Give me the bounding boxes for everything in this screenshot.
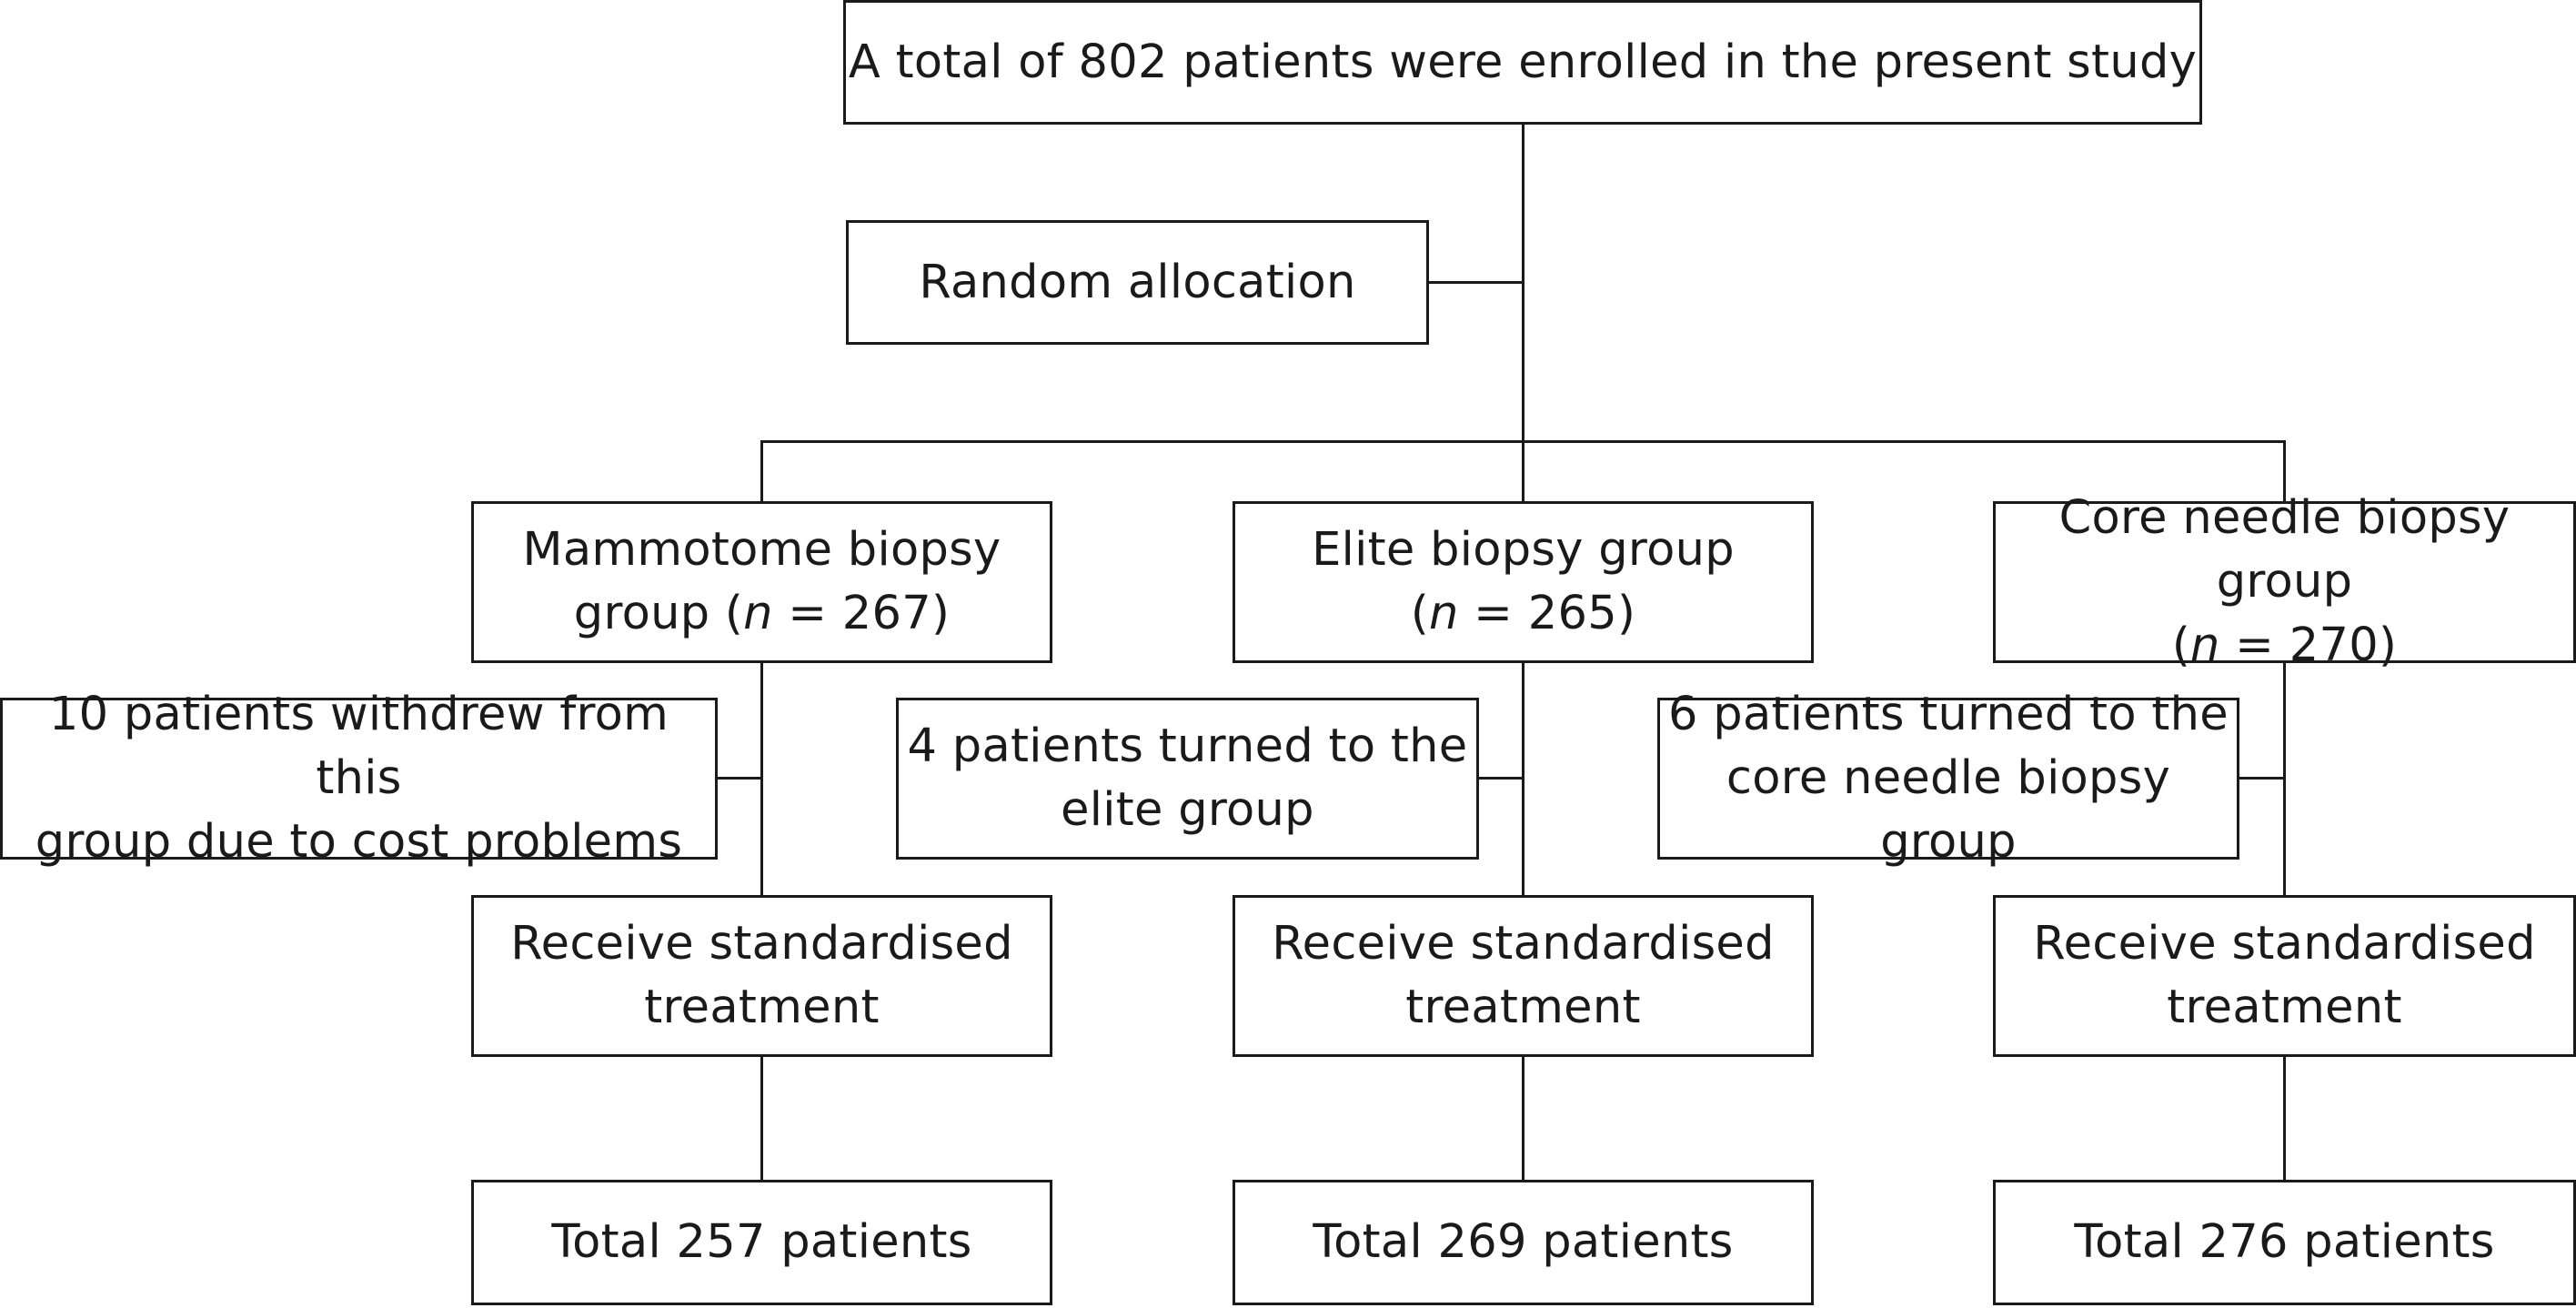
elite-total-box: Total 269 patients [1233,1180,1814,1305]
core-treatment-box: Receive standardised treatment [1993,895,2576,1057]
core-total-box: Total 276 patients [1993,1180,2576,1305]
core-treatment-line1: Receive standardised [2033,917,2536,971]
core-branch-connector [2283,440,2286,504]
trunk-connector [1522,122,1524,504]
core-total-connector [2283,1054,2286,1182]
mammotome-treatment-line1: Receive standardised [510,917,1013,971]
mammotome-total-box: Total 257 patients [471,1180,1052,1305]
elite-treatment-box: Receive standardised treatment [1233,895,1814,1057]
core-title-line2: (n = 270) [2171,619,2398,672]
elite-deviation-connector [1476,777,1524,780]
core-total-text: Total 276 patients [2074,1215,2495,1269]
mammotome-group-box: Mammotome biopsy group (n = 267) [471,501,1052,663]
core-deviation-line2: core needle biopsy group [1726,751,2171,869]
elite-deviation-line2: elite group [1061,783,1314,837]
elite-title-line1: Elite biopsy group [1312,523,1735,577]
mammotome-deviation-line1: 10 patients withdrew from this [48,688,669,805]
core-deviation-box: 6 patients turned to the core needle bio… [1657,688,2239,869]
mammotome-treatment-box: Receive standardised treatment [471,895,1052,1057]
elite-group-box: Elite biopsy group (n = 265) [1233,501,1814,663]
mammotome-total-text: Total 257 patients [551,1215,972,1269]
mammotome-title-line1: Mammotome biopsy [522,523,1001,577]
core-group-box: Core needle biopsy group (n = 270) [1993,491,2576,672]
allocation-text: Random allocation [919,255,1356,309]
elite-deviation-box: 4 patients turned to the elite group [896,698,1479,860]
elite-treatment-line2: treatment [1405,981,1641,1034]
mammotome-deviation-line2: group due to cost problems [35,815,683,869]
enrolled-box: A total of 802 patients were enrolled in… [843,0,2202,125]
allocation-connector [1426,281,1524,284]
core-deviation-connector [2237,777,2286,780]
elite-treatment-line1: Receive standardised [1272,917,1775,971]
mammotome-title-line2: group (n = 267) [573,587,951,640]
elite-title-line2: (n = 265) [1410,587,1636,640]
elite-total-text: Total 269 patients [1313,1215,1734,1269]
core-title-line1: Core needle biopsy group [2058,491,2511,609]
elite-deviation-line1: 4 patients turned to the [907,719,1468,773]
mammotome-total-connector [760,1054,763,1182]
mammotome-deviation-connector [715,777,763,780]
branch-connector [760,440,2286,443]
core-treatment-line2: treatment [2167,981,2402,1034]
core-deviation-line1: 6 patients turned to the [1668,688,2229,741]
mammotome-deviation-box: 10 patients withdrew from this group due… [0,688,718,869]
enrolled-text: A total of 802 patients were enrolled in… [848,35,2198,89]
allocation-box: Random allocation [846,220,1429,345]
mammotome-branch-connector [760,440,763,504]
mammotome-treatment-line2: treatment [644,981,880,1034]
elite-total-connector [1522,1054,1524,1182]
